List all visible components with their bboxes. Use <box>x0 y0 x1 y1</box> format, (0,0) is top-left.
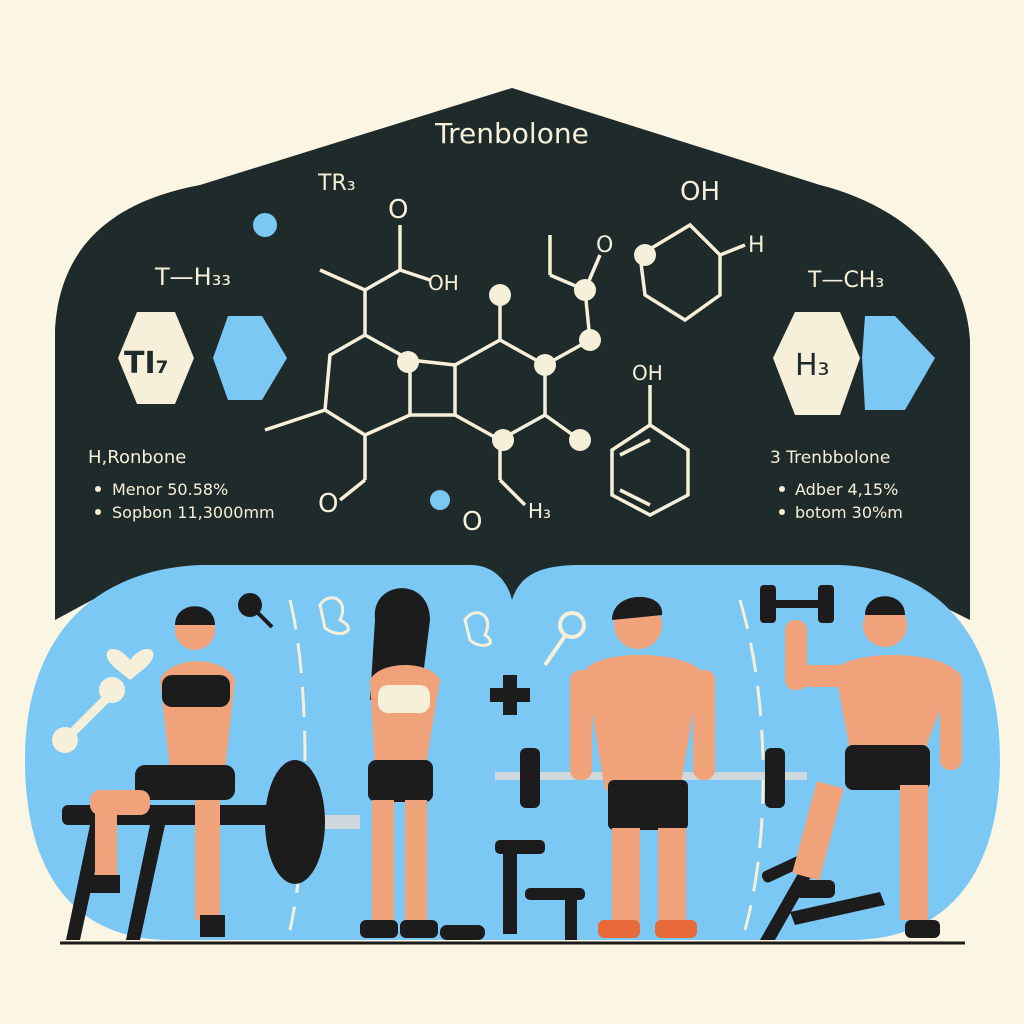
formula: T—H₃₃ <box>154 263 231 291</box>
bullet-text: Adber 4,15% <box>795 480 898 499</box>
left-info-panel: T—H₃₃ TI₇ H,Ronbone Menor 50.58% Sopbon … <box>88 263 287 522</box>
bullet-text: Sopbon 11,3000mm <box>112 503 275 522</box>
label-tr: TR₃ <box>317 171 356 196</box>
label-o: O <box>596 233 613 258</box>
label-oh: OH <box>632 361 663 385</box>
dumbbell-icon <box>52 677 125 753</box>
formula: T—CH₃ <box>807 268 884 293</box>
heart-icon <box>106 648 154 680</box>
panel-heading: H,Ronbone <box>88 447 186 468</box>
key-icon <box>238 593 274 629</box>
man-barbell <box>570 596 715 938</box>
label-h: H <box>748 233 765 258</box>
right-info-panel: T—CH₃ H₃ 3 Trenbbolone Adber 4,15% botom… <box>770 268 935 522</box>
hexagon-blue <box>862 316 935 410</box>
molecule-atoms <box>397 244 656 451</box>
title: Trenbolone <box>434 117 589 150</box>
knot-icon <box>318 596 350 635</box>
bullet-text: botom 30%m <box>795 503 903 522</box>
label-oh: OH <box>680 177 720 207</box>
hexagon-cream <box>118 312 194 404</box>
hexagon-label: H₃ <box>795 348 830 383</box>
hexagon-label: TI₇ <box>124 346 169 381</box>
bench-middle <box>440 840 585 940</box>
divider-line <box>288 599 307 931</box>
bullet-icon <box>95 486 101 492</box>
man-dumbbell <box>760 585 962 938</box>
dark-panel <box>55 88 970 620</box>
bullet-icon <box>779 509 785 515</box>
blue-dot <box>253 213 277 237</box>
label-h3: H₃ <box>528 499 551 523</box>
label-o: O <box>388 195 408 225</box>
magnifier-icon <box>543 611 586 667</box>
woman-standing <box>360 588 440 938</box>
panel-heading: 3 Trenbbolone <box>770 448 890 468</box>
label-oh: OH <box>428 271 459 295</box>
plus-icon <box>490 675 530 715</box>
dumbbell <box>760 585 834 623</box>
label-o: O <box>462 507 482 537</box>
knot-icon <box>463 611 492 647</box>
hexagon-blue <box>213 316 287 400</box>
blue-dot <box>430 490 450 510</box>
bullet-icon <box>779 486 785 492</box>
label-o: O <box>318 489 338 519</box>
woman-sitting <box>85 606 235 937</box>
bullet-text: Menor 50.58% <box>112 480 228 499</box>
bullet-icon <box>95 509 101 515</box>
hexagon-cream <box>773 312 860 415</box>
